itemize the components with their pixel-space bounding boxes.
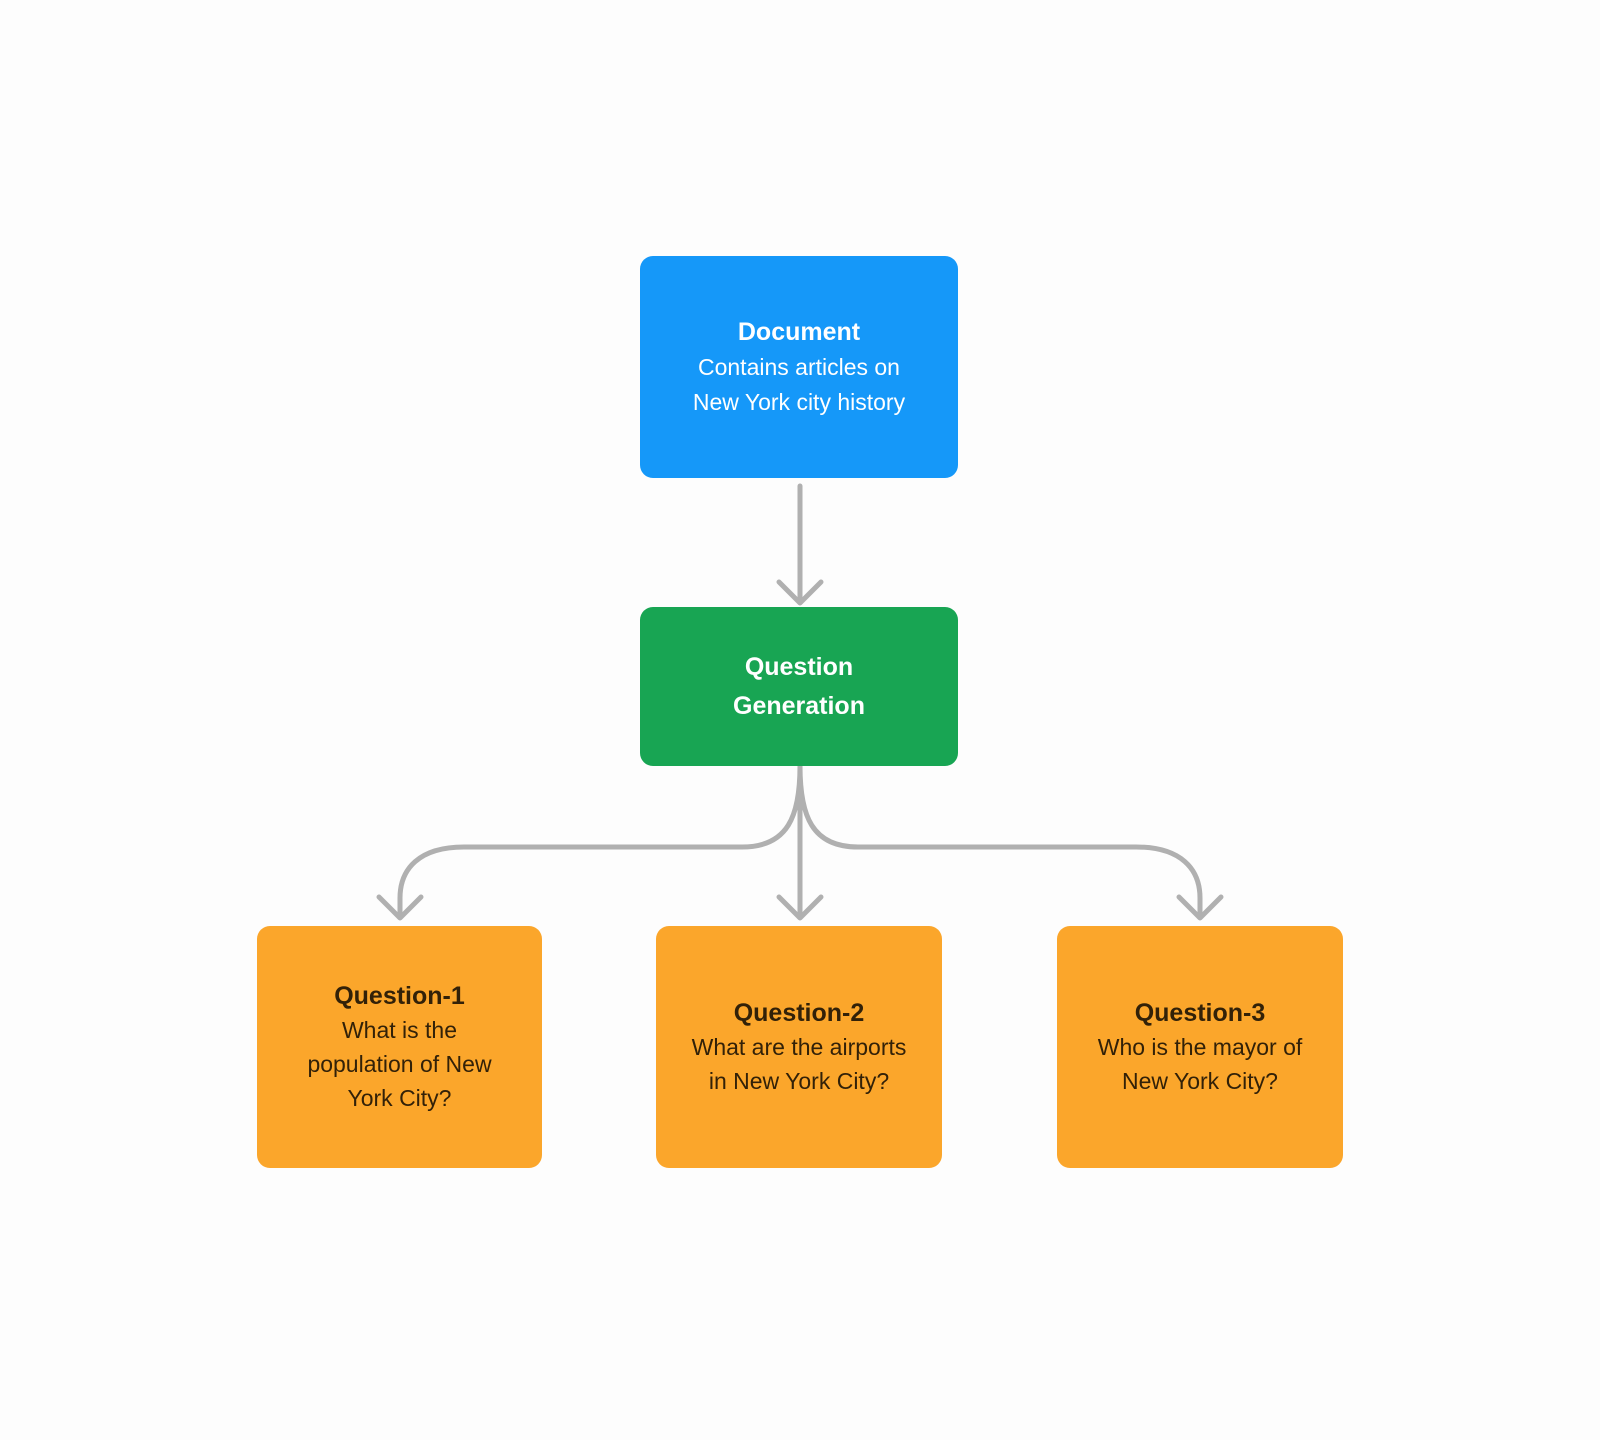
node-question-2-body: What are the airports in New York City? xyxy=(691,1034,907,1094)
node-question-3-title: Question-3 xyxy=(1134,999,1266,1027)
node-document-body: Contains articles on New York city histo… xyxy=(692,353,906,415)
node-question-2: Question-2 What are the airports in New … xyxy=(656,926,942,1168)
node-document-title: Document xyxy=(737,317,861,346)
arrowhead-question-2 xyxy=(776,894,824,921)
node-question-1-title: Question-1 xyxy=(334,982,465,1010)
edge-generation-to-question-1 xyxy=(397,763,803,916)
node-document: Document Contains articles on New York c… xyxy=(640,256,958,478)
node-question-1: Question-1 What is the population of New… xyxy=(257,926,542,1168)
node-question-2-title: Question-2 xyxy=(733,999,865,1027)
node-question-3: Question-3 Who is the mayor of New York … xyxy=(1057,926,1343,1168)
arrowhead-question-3 xyxy=(1176,894,1224,921)
arrowhead-question-1 xyxy=(376,894,424,921)
arrowhead-document-to-generation xyxy=(776,579,824,606)
edge-generation-to-question-3 xyxy=(797,763,1203,916)
node-question-generation: Question Generation xyxy=(640,607,958,766)
node-question-1-body: What is the population of New York City? xyxy=(307,1017,492,1111)
node-question-3-body: Who is the mayor of New York City? xyxy=(1097,1034,1303,1094)
node-question-generation-title: Question Generation xyxy=(733,652,865,720)
